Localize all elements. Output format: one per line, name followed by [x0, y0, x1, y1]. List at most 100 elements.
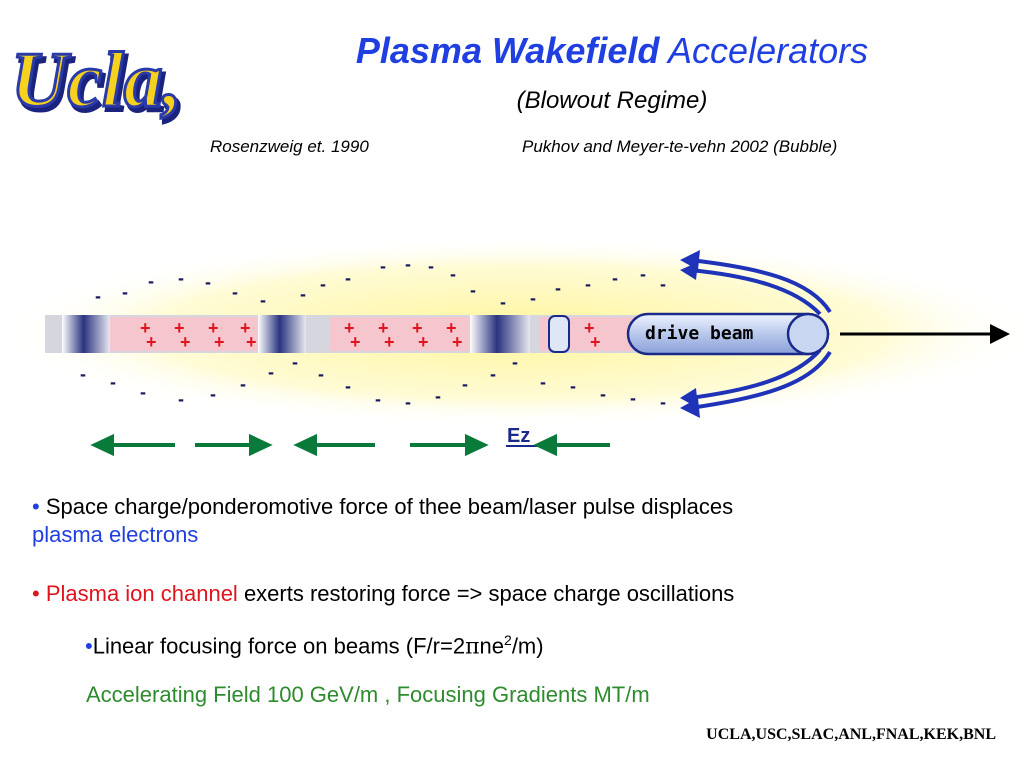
electron-minus: -	[178, 268, 184, 288]
electron-minus: -	[232, 282, 238, 302]
bullet-space-charge: • Space charge/ponderomotive force of th…	[32, 493, 992, 548]
electron-minus: -	[300, 284, 306, 304]
ez-label: Ez	[507, 425, 530, 447]
electron-minus: -	[380, 256, 386, 276]
pi-symbol: π	[465, 634, 480, 660]
ion-plus: +	[214, 332, 225, 352]
bullet-marker: •	[32, 581, 40, 606]
ion-plus: +	[384, 332, 395, 352]
citation-rosenzweig: Rosenzweig et. 1990	[210, 137, 369, 156]
electron-minus: -	[462, 374, 468, 394]
field-arrows	[90, 433, 610, 457]
bullet-marker: •	[85, 633, 93, 659]
ion-plus: +	[246, 332, 257, 352]
ion-channel-2	[330, 317, 470, 351]
ion-channel-1	[110, 317, 260, 351]
wakefield-diagram: + + + + + + + + + + + + + + + + + + - - …	[0, 240, 1024, 457]
superscript: 2	[504, 632, 512, 648]
title-bold: Plasma Wakefield	[355, 30, 660, 71]
drive-beam: drive beam	[626, 312, 830, 356]
logo-text-shadow: Ucla,	[14, 40, 185, 127]
electron-minus: -	[640, 264, 646, 284]
ion-plus: +	[412, 318, 423, 338]
electron-minus: -	[660, 392, 666, 412]
electron-minus: -	[555, 278, 561, 298]
electron-minus: -	[140, 382, 146, 402]
electron-minus: -	[500, 292, 506, 312]
electron-minus: -	[240, 374, 246, 394]
trajectory-lower-2	[689, 348, 822, 400]
ucla-logo: Ucla, Ucla,	[10, 35, 188, 130]
bullet-text: ne	[479, 633, 505, 659]
bullet-highlight: Plasma ion channel	[39, 581, 238, 606]
electron-bunch-2	[258, 315, 306, 353]
citation-pukhov: Pukhov and Meyer-te-vehn 2002 (Bubble)	[522, 137, 838, 156]
bullet-ion-channel: • Plasma ion channel exerts restoring fo…	[32, 580, 992, 608]
electron-minus: -	[95, 286, 101, 306]
ion-charges: + + + + + + + + + + + + + + + + + +	[140, 318, 601, 352]
electron-minus: -	[110, 372, 116, 392]
electron-minus: -	[80, 364, 86, 384]
bullet-text: /m)	[511, 633, 544, 659]
logo-text: Ucla,	[11, 36, 182, 123]
propagation-arrowhead	[990, 324, 1010, 344]
electron-minus: -	[375, 389, 381, 409]
field-arrowhead	[90, 433, 114, 457]
electron-minus: -	[435, 386, 441, 406]
electron-minus: -	[540, 372, 546, 392]
electron-minus: -	[178, 389, 184, 409]
ion-plus: +	[180, 332, 191, 352]
ion-plus: +	[446, 318, 457, 338]
electron-minus: -	[320, 274, 326, 294]
electron-bunch-1	[62, 315, 110, 353]
ion-plus: +	[174, 318, 185, 338]
electron-minus: -	[600, 384, 606, 404]
ion-plus: +	[418, 332, 429, 352]
field-arrowhead	[293, 433, 317, 457]
electron-minus: -	[345, 268, 351, 288]
electron-minus: -	[205, 272, 211, 292]
ion-plus: +	[350, 332, 361, 352]
electron-minus: -	[260, 290, 266, 310]
field-arrowhead	[249, 433, 273, 457]
electron-minus: -	[428, 256, 434, 276]
electron-minus: -	[210, 384, 216, 404]
ion-plus: +	[140, 318, 151, 338]
electron-minus: -	[612, 268, 618, 288]
drive-beam-label: drive beam	[645, 323, 754, 344]
bullet-highlight: plasma electrons	[32, 521, 199, 547]
field-arrowhead	[465, 433, 489, 457]
electron-minus: -	[122, 282, 128, 302]
ion-plus: +	[584, 318, 595, 338]
trajectory-arrowhead	[680, 388, 698, 408]
electron-minus: -	[490, 364, 496, 384]
electron-trajectories	[689, 258, 832, 410]
bullet-marker: •	[32, 494, 40, 519]
trajectory-arrowhead	[680, 262, 698, 280]
electron-minus: -	[405, 392, 411, 412]
collaboration-footer: UCLA,USC,SLAC,ANL,FNAL,KEK,BNL	[706, 726, 996, 743]
trajectory-upper-2	[689, 268, 822, 316]
electron-minus: -	[585, 274, 591, 294]
witness-beam	[548, 315, 570, 353]
ion-plus: +	[452, 332, 463, 352]
electron-minus: -	[660, 274, 666, 294]
ion-plus: +	[344, 318, 355, 338]
ion-plus: +	[590, 332, 601, 352]
bullet-text: Space charge/ponderomotive force of thee…	[39, 494, 734, 519]
trajectory-upper-1	[689, 258, 832, 314]
electron-minus: -	[318, 364, 324, 384]
accelerating-field-line: Accelerating Field 100 GeV/m , Focusing …	[86, 682, 650, 707]
electron-minus: -	[345, 376, 351, 396]
ion-plus: +	[240, 318, 251, 338]
electron-minus: -	[512, 352, 518, 372]
electron-minus: -	[470, 280, 476, 300]
ion-plus: +	[146, 332, 157, 352]
trajectory-lower-1	[689, 350, 832, 410]
title-rest: Accelerators	[668, 30, 869, 71]
electron-charges: - - - - - - - - - - - - - - - - - - - - …	[80, 254, 666, 412]
bullet-text: exerts restoring force => space charge o…	[237, 581, 735, 606]
bullet-text: Linear focusing force on beams (F/r=2	[92, 633, 466, 659]
page-subtitle: (Blowout Regime)	[516, 87, 708, 114]
electron-minus: -	[292, 352, 298, 372]
